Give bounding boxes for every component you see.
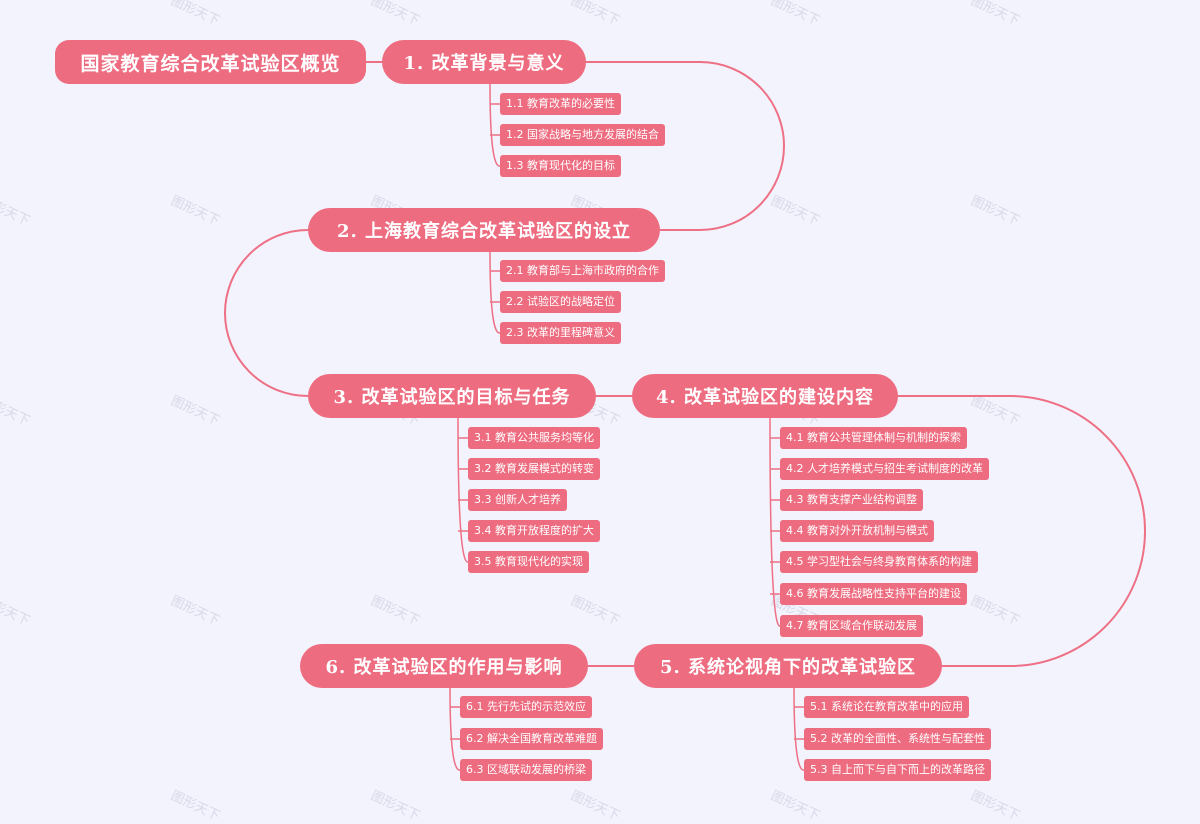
- subtopic-4-3[interactable]: 4.3 教育支撑产业结构调整: [780, 489, 923, 511]
- subtopic-2-3[interactable]: 2.3 改革的里程碑意义: [500, 322, 621, 344]
- subtopic-3-3[interactable]: 3.3 创新人才培养: [468, 489, 567, 511]
- subtopic-5-3[interactable]: 5.3 自上而下与自下而上的改革路径: [804, 759, 991, 781]
- subtopic-3-4[interactable]: 3.4 教育开放程度的扩大: [468, 520, 600, 542]
- subtopic-4-6[interactable]: 4.6 教育发展战略性支持平台的建设: [780, 583, 967, 605]
- subtopic-4-5[interactable]: 4.5 学习型社会与终身教育体系的构建: [780, 551, 978, 573]
- loop-connector-4-5: [898, 395, 1146, 667]
- subtopic-bracket-5: [793, 687, 805, 771]
- subtopic-6-1[interactable]: 6.1 先行先试的示范效应: [460, 696, 592, 718]
- subtopic-5-2[interactable]: 5.2 改革的全面性、系统性与配套性: [804, 728, 991, 750]
- topic-6-node[interactable]: 6. 改革试验区的作用与影响: [300, 644, 588, 688]
- subtopic-4-1[interactable]: 4.1 教育公共管理体制与机制的探索: [780, 427, 967, 449]
- subtopic-3-5[interactable]: 3.5 教育现代化的实现: [468, 551, 589, 573]
- subtopic-bracket-2: [489, 251, 501, 334]
- subtopic-bracket-3: [457, 417, 469, 563]
- topic-5-node[interactable]: 5. 系统论视角下的改革试验区: [634, 644, 942, 688]
- topic-1-node[interactable]: 1. 改革背景与意义: [382, 40, 586, 84]
- subtopic-3-1[interactable]: 3.1 教育公共服务均等化: [468, 427, 600, 449]
- subtopic-4-7[interactable]: 4.7 教育区域合作联动发展: [780, 615, 923, 637]
- subtopic-1-1[interactable]: 1.1 教育改革的必要性: [500, 93, 621, 115]
- subtopic-1-3[interactable]: 1.3 教育现代化的目标: [500, 155, 621, 177]
- subtopic-2-2[interactable]: 2.2 试验区的战略定位: [500, 291, 621, 313]
- subtopic-4-4[interactable]: 4.4 教育对外开放机制与模式: [780, 520, 934, 542]
- subtopic-1-2[interactable]: 1.2 国家战略与地方发展的结合: [500, 124, 665, 146]
- subtopic-2-1[interactable]: 2.1 教育部与上海市政府的合作: [500, 260, 665, 282]
- topic-4-node[interactable]: 4. 改革试验区的建设内容: [632, 374, 898, 418]
- loop-connector-1-2: [586, 61, 785, 231]
- subtopic-6-3[interactable]: 6.3 区域联动发展的桥梁: [460, 759, 592, 781]
- topic-3-node[interactable]: 3. 改革试验区的目标与任务: [308, 374, 596, 418]
- topic-2-node[interactable]: 2. 上海教育综合改革试验区的设立: [308, 208, 660, 252]
- root-node[interactable]: 国家教育综合改革试验区概览: [55, 40, 366, 84]
- subtopic-3-2[interactable]: 3.2 教育发展模式的转变: [468, 458, 600, 480]
- subtopic-5-1[interactable]: 5.1 系统论在教育改革中的应用: [804, 696, 969, 718]
- subtopic-bracket-4: [769, 417, 781, 627]
- subtopic-6-2[interactable]: 6.2 解决全国教育改革难题: [460, 728, 603, 750]
- subtopic-4-2[interactable]: 4.2 人才培养模式与招生考试制度的改革: [780, 458, 989, 480]
- subtopic-bracket-1: [489, 83, 501, 167]
- subtopic-bracket-6: [449, 687, 461, 771]
- loop-connector-2-3: [224, 229, 309, 397]
